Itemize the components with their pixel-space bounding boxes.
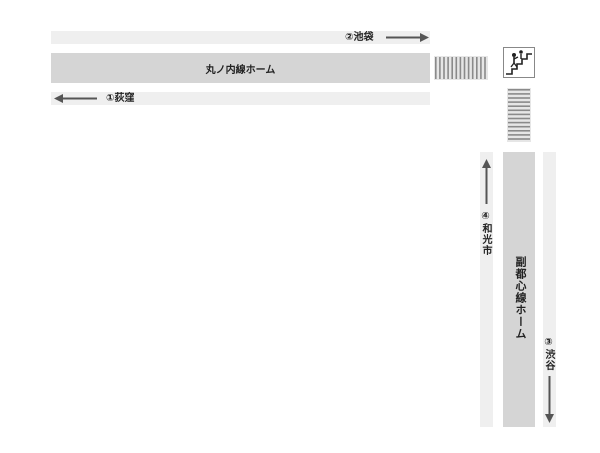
platform-fukutoshin: 副都心線ホーム (503, 152, 535, 427)
direction-label-wakoshi: ④和光市 (480, 211, 491, 256)
stair-step (467, 57, 470, 79)
track-wakoshi (480, 152, 493, 427)
stair-step (508, 89, 530, 91)
stair-step (508, 97, 530, 99)
track-ikebukuro (51, 31, 430, 44)
direction-label-ikebukuro: ②池袋 (345, 32, 374, 43)
platform-label-marunouchi: 丸ノ内線ホーム (205, 64, 276, 76)
stair-step (508, 109, 530, 112)
stair-step (439, 57, 441, 79)
stair-step (476, 57, 478, 79)
stair-step (508, 101, 530, 103)
stair-steps-horizontal-icon (434, 56, 488, 80)
stair-step (480, 57, 482, 79)
stair-step (463, 57, 466, 79)
stair-step (443, 57, 445, 79)
track-shibuya (543, 152, 556, 427)
stair-step (484, 57, 486, 79)
direction-label-shibuya: ③渋谷 (543, 337, 554, 371)
stair-step (455, 57, 458, 79)
stair-step (508, 138, 530, 140)
platform-label-fukutoshin: 副都心線ホーム (514, 256, 527, 340)
stair-step (508, 105, 530, 107)
stair-step (508, 125, 530, 128)
stair-step (451, 57, 453, 79)
stair-step (508, 113, 530, 116)
track-ogikubo (51, 92, 430, 105)
stair-step (508, 134, 530, 136)
stair-step (508, 130, 530, 132)
stairs-icon (503, 47, 535, 78)
stair-step (447, 57, 449, 79)
direction-label-ogikubo: ①荻窪 (106, 93, 135, 104)
stair-step (508, 93, 530, 95)
arrow-down-icon (545, 376, 554, 423)
arrow-right-icon (386, 33, 429, 42)
stair-step (435, 57, 437, 79)
stair-step (508, 117, 530, 120)
arrow-left-icon (54, 94, 97, 103)
arrow-up-icon (482, 159, 491, 204)
stair-step (508, 121, 530, 124)
stair-step (471, 57, 474, 79)
platform-marunouchi: 丸ノ内線ホーム (51, 53, 430, 83)
stair-step (459, 57, 462, 79)
stair-steps-vertical-icon (507, 88, 531, 142)
